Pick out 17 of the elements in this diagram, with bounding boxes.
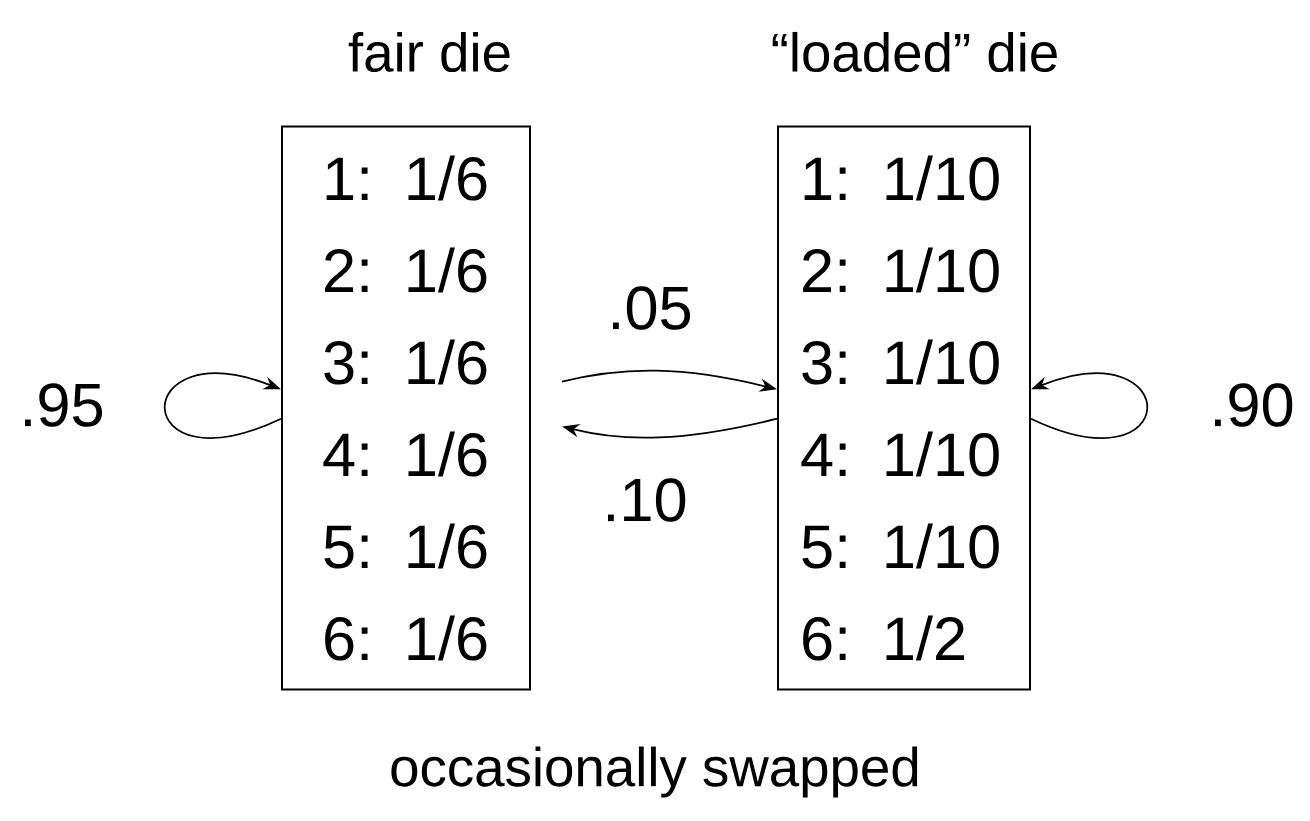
node-label: 3: 1/6 xyxy=(324,339,487,385)
edge-label: .10 xyxy=(599,475,691,525)
node-label: 2: 1/6 xyxy=(325,247,487,293)
caption: occasionally swapped xyxy=(391,746,918,798)
heading-text: fair die xyxy=(348,31,510,73)
edge-label: .90 xyxy=(1206,380,1298,430)
heading-text: “loaded” die xyxy=(772,31,1057,73)
node-label: 5: 1/6 xyxy=(324,523,487,569)
node-label: 1: 1/6 xyxy=(326,155,487,201)
loop-arrow xyxy=(163,372,282,439)
state-box: 1: 1/6 2: 1/6 3: 1/6 4: 1/6 5: 1/6 6: 1/6 xyxy=(281,125,531,691)
node-label: 4: 1/6 xyxy=(323,431,487,477)
loop-arrow xyxy=(1030,372,1149,439)
edge-label: .95 xyxy=(16,380,108,430)
state-box: 1: 1/10 2: 1/10 3: 1/10 4: 1/10 5: 1/10 6: 1/2 xyxy=(777,125,1031,691)
node-label: 6: 1/6 xyxy=(325,615,487,661)
edge-label: .05 xyxy=(604,283,696,333)
